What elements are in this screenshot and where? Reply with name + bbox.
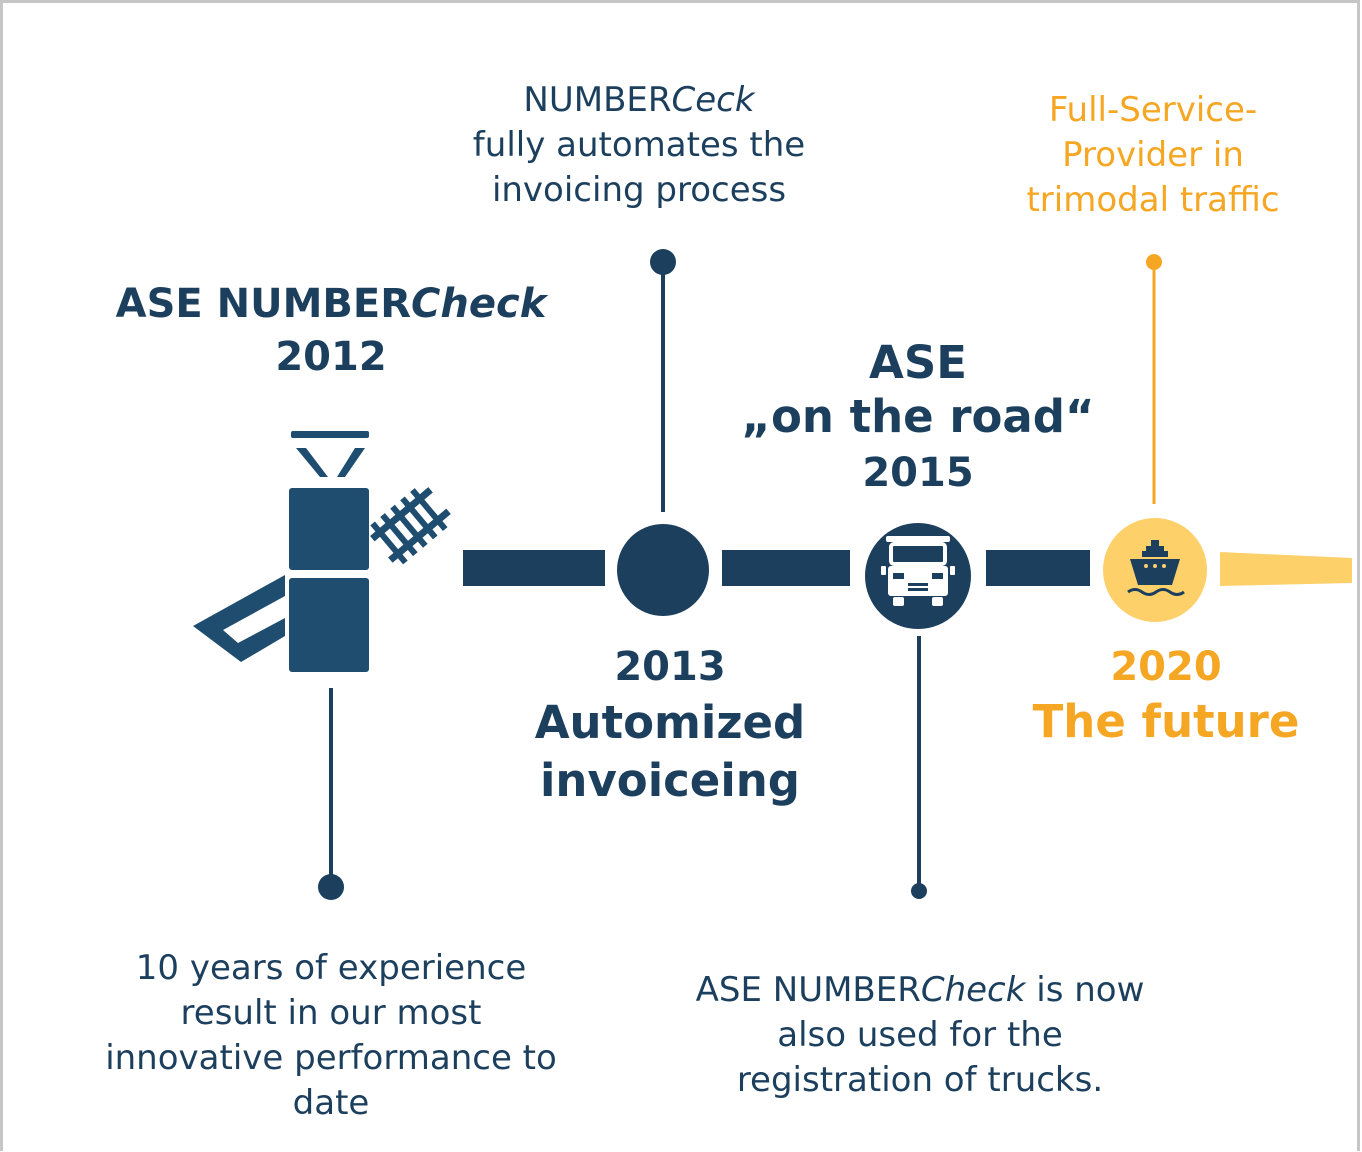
description-2020-line: Provider in: [1062, 135, 1244, 175]
title-2012: ASE NUMBERCheck: [40, 280, 622, 328]
year-2020: 2020: [1110, 644, 1222, 690]
description-2013-line: NUMBERCeck: [430, 78, 848, 123]
description-2013-prefix: NUMBER: [523, 80, 672, 120]
year-2015: 2015: [862, 450, 974, 496]
description-2012-line: date: [292, 1083, 370, 1123]
timeline-segment-1: [463, 550, 605, 586]
description-2015-prefix: ASE NUMBER: [695, 970, 921, 1010]
title-2013-line: invoiceing: [539, 754, 800, 807]
description-2020: Full-Service- Provider in trimodal traff…: [990, 88, 1316, 223]
description-2015-line: ASE NUMBERCheck is now: [640, 968, 1200, 1013]
description-2012-line: result in our most: [180, 993, 482, 1033]
year-2013: 2013: [614, 644, 726, 690]
title-2020: The future: [1032, 695, 1300, 748]
description-2012-line: 10 years of experience: [135, 948, 527, 988]
timeline-segment-2: [722, 550, 850, 586]
description-2015-italic: Check: [920, 970, 1026, 1010]
connector-dot-2012: [318, 874, 344, 900]
description-2013-line: fully automates the: [472, 125, 806, 165]
description-2020-line: trimodal traffic: [1026, 180, 1280, 220]
description-2013-italic: Ceck: [671, 80, 755, 120]
connector-dot-2020: [1146, 254, 1162, 270]
description-2015: ASE NUMBERCheck is now also used for the…: [640, 968, 1200, 1103]
description-2020-line: Full-Service-: [1048, 90, 1258, 130]
timeline-segment-future: [1220, 552, 1352, 586]
timeline-segment-3: [986, 550, 1090, 586]
connector-dot-2013: [650, 249, 676, 275]
title-2013: Automized invoiceing: [495, 694, 845, 810]
description-2013: NUMBERCeck fully automates the invoicing…: [430, 78, 848, 213]
satellite-rail-icon: [193, 431, 451, 672]
title-2015: ASE „on the road“: [712, 336, 1124, 444]
title-2012-italic: Check: [411, 281, 547, 327]
description-2013-line: invoicing process: [491, 170, 787, 210]
description-2012: 10 years of experience result in our mos…: [60, 946, 602, 1126]
title-2012-prefix: ASE NUMBER: [115, 281, 412, 327]
description-2015-line: registration of trucks.: [736, 1060, 1104, 1100]
node-2013: [617, 524, 709, 616]
title-2013-line: Automized: [534, 696, 806, 749]
year-2012: 2012: [275, 334, 387, 380]
description-2012-line: innovative performance to: [105, 1038, 557, 1078]
connector-dot-2015: [911, 883, 927, 899]
ship-icon: [1127, 540, 1185, 596]
truck-icon: [881, 536, 955, 606]
title-2015-line: ASE: [869, 336, 967, 389]
title-2015-line: „on the road“: [741, 390, 1095, 443]
description-2015-suffix: is now: [1025, 970, 1145, 1010]
description-2015-line: also used for the: [777, 1015, 1063, 1055]
